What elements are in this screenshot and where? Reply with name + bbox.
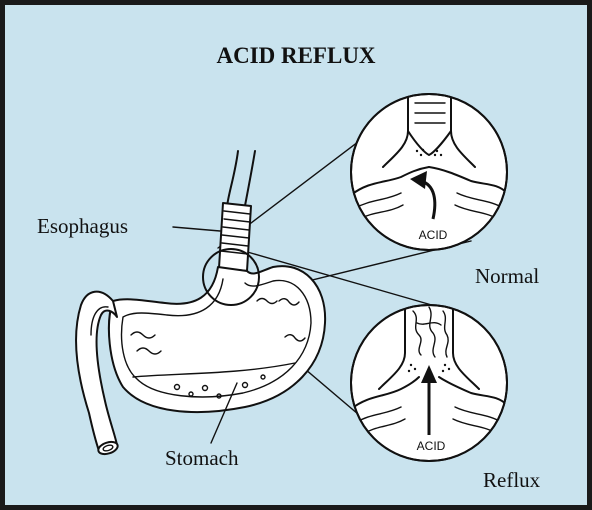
diagram-title: ACID REFLUX [216,43,375,68]
reflux-label: Reflux [483,468,541,492]
reflux-magnified-view: ACID [351,303,507,461]
normal-magnified-view: ACID [351,93,507,250]
acid-reflux-diagram: ACID REFLUX [5,5,587,505]
normal-label: Normal [475,264,539,288]
stomach-label: Stomach [165,446,239,470]
reflux-acid-label: ACID [417,439,446,453]
esophagus-label: Esophagus [37,214,128,238]
normal-acid-label: ACID [419,228,448,242]
